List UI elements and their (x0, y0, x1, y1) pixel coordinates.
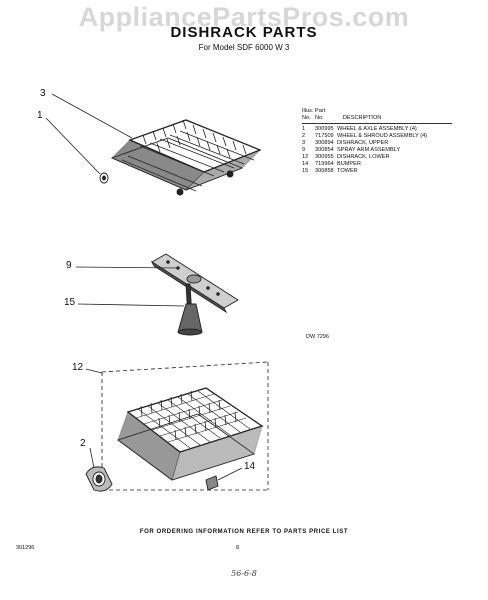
lower-dishrack-drawing (117, 387, 264, 481)
ordering-note: FOR ORDERING INFORMATION REFER TO PARTS … (139, 529, 349, 535)
bumper-drawing (205, 475, 219, 491)
row-illus: 12 (302, 154, 309, 160)
leader-line (85, 368, 103, 374)
row-illus: 15 (302, 168, 309, 174)
row-desc: WHEEL & AXLE ASSEMBLY (4) (337, 126, 417, 132)
leader-line (75, 266, 179, 269)
row-illus: 14 (302, 161, 309, 167)
callout-1: 1 (37, 110, 43, 121)
leader-line (89, 447, 95, 469)
row-part: 300995 (315, 126, 334, 132)
table-row: 2 717509 WHEEL & SHROUD ASSEMBLY (4) (302, 133, 452, 140)
parts-table-header-top: Illus. Part (302, 108, 452, 115)
row-illus: 1 (302, 126, 306, 132)
callout-3: 3 (40, 88, 46, 99)
parts-table: Illus. Part No. No. DESCRIPTION 1 300995… (302, 108, 452, 175)
table-row: 9 300854 SPRAY ARM ASSEMBLY (302, 147, 452, 154)
page-number: 8 (236, 545, 240, 551)
table-row: 1 300995 WHEEL & AXLE ASSEMBLY (4) (302, 126, 452, 133)
handwritten-note: 56-6-8 (231, 569, 257, 578)
spray-arm-drawing (150, 253, 239, 314)
header-part: Part (315, 108, 326, 114)
row-desc: DISHRACK, UPPER (337, 140, 389, 146)
row-part: 717509 (315, 133, 334, 139)
drawing-code: DW 7296 (306, 334, 329, 340)
page-title: DISHRACK PARTS (170, 24, 318, 41)
header-description: DESCRIPTION (343, 115, 382, 121)
row-desc: WHEEL & SHROUD ASSEMBLY (4) (337, 133, 428, 139)
callout-15: 15 (64, 297, 76, 308)
row-desc: BUMPER (337, 161, 361, 167)
wheel-shroud-drawing (85, 466, 113, 492)
leader-line (45, 117, 101, 175)
row-part: 719964 (315, 161, 334, 167)
row-desc: DISHRACK, LOWER (337, 154, 390, 160)
row-part: 300894 (315, 140, 334, 146)
callout-12: 12 (72, 362, 84, 373)
header-illus: Illus. (302, 108, 314, 114)
table-row: 14 719964 BUMPER (302, 161, 452, 168)
row-desc: SPRAY ARM ASSEMBLY (337, 147, 401, 153)
parts-table-header-bottom: No. No. DESCRIPTION (302, 115, 452, 124)
row-part: 300955 (315, 154, 334, 160)
wheel-axle-drawing (99, 172, 109, 184)
callout-14: 14 (244, 461, 256, 472)
table-row: 3 300894 DISHRACK, UPPER (302, 140, 452, 147)
callout-2: 2 (80, 438, 86, 449)
row-part: 300854 (315, 147, 334, 153)
row-illus: 9 (302, 147, 306, 153)
watermark: AppliancePartsPros.com (78, 2, 410, 32)
table-row: 15 300858 TOWER (302, 168, 452, 175)
row-desc: TOWER (337, 168, 358, 174)
tower-drawing (177, 283, 203, 336)
model-line: For Model SDF 6000 W 3 (198, 43, 290, 52)
row-illus: 3 (302, 140, 306, 146)
table-row: 12 300955 DISHRACK, LOWER (302, 154, 452, 161)
header-no: No. (302, 115, 311, 121)
row-illus: 2 (302, 133, 306, 139)
row-part: 300858 (315, 168, 334, 174)
leader-line (77, 303, 185, 307)
callout-9: 9 (66, 260, 72, 271)
header-part-no: No. (315, 115, 324, 121)
leader-line (51, 93, 133, 139)
leader-line (217, 467, 243, 481)
footer-left-code: 301296 (16, 545, 35, 551)
upper-dishrack-drawing (110, 119, 262, 196)
